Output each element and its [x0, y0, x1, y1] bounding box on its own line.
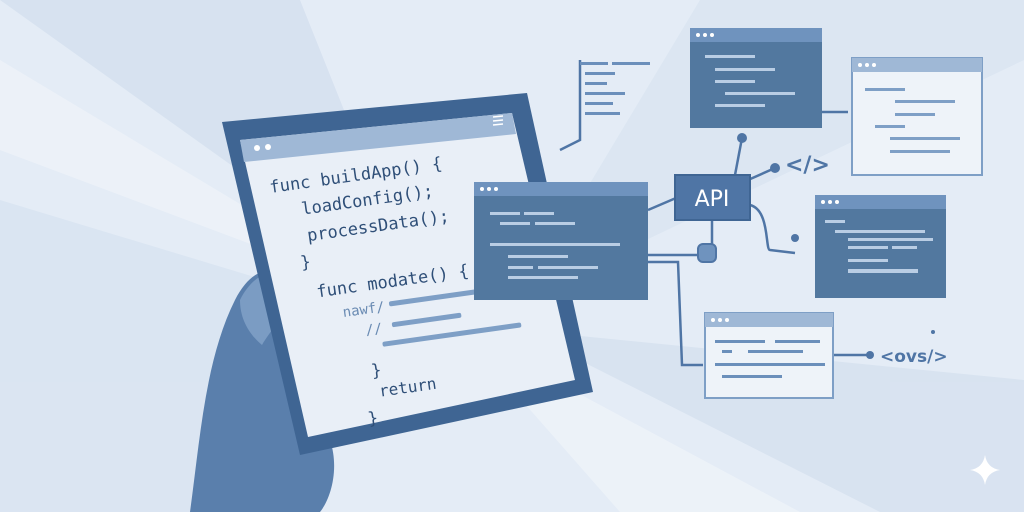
- connector-node: [697, 243, 717, 263]
- api-label: API: [695, 187, 730, 212]
- code-window-top[interactable]: [690, 28, 822, 128]
- code-tag-icon: </>: [785, 153, 830, 178]
- sparkle-icon: [970, 455, 1000, 485]
- code-window-mid[interactable]: [815, 195, 946, 298]
- code-line: }: [299, 252, 312, 273]
- code-window-right[interactable]: [851, 57, 983, 176]
- code-line: }: [370, 360, 383, 381]
- code-window-main[interactable]: [474, 182, 648, 300]
- window-dot-icon: [254, 145, 260, 151]
- api-box[interactable]: API: [674, 174, 751, 221]
- code-line: }: [367, 408, 380, 429]
- menu-icon[interactable]: [492, 115, 504, 126]
- window-dot-icon: [265, 144, 271, 150]
- code-snippet-list: [580, 62, 650, 115]
- code-tag-icon: <ovs/>: [880, 347, 948, 367]
- code-window-bottom[interactable]: [704, 312, 834, 399]
- connectors: [559, 60, 870, 367]
- code-line: //: [364, 321, 383, 339]
- code-line: nawf/: [342, 299, 386, 321]
